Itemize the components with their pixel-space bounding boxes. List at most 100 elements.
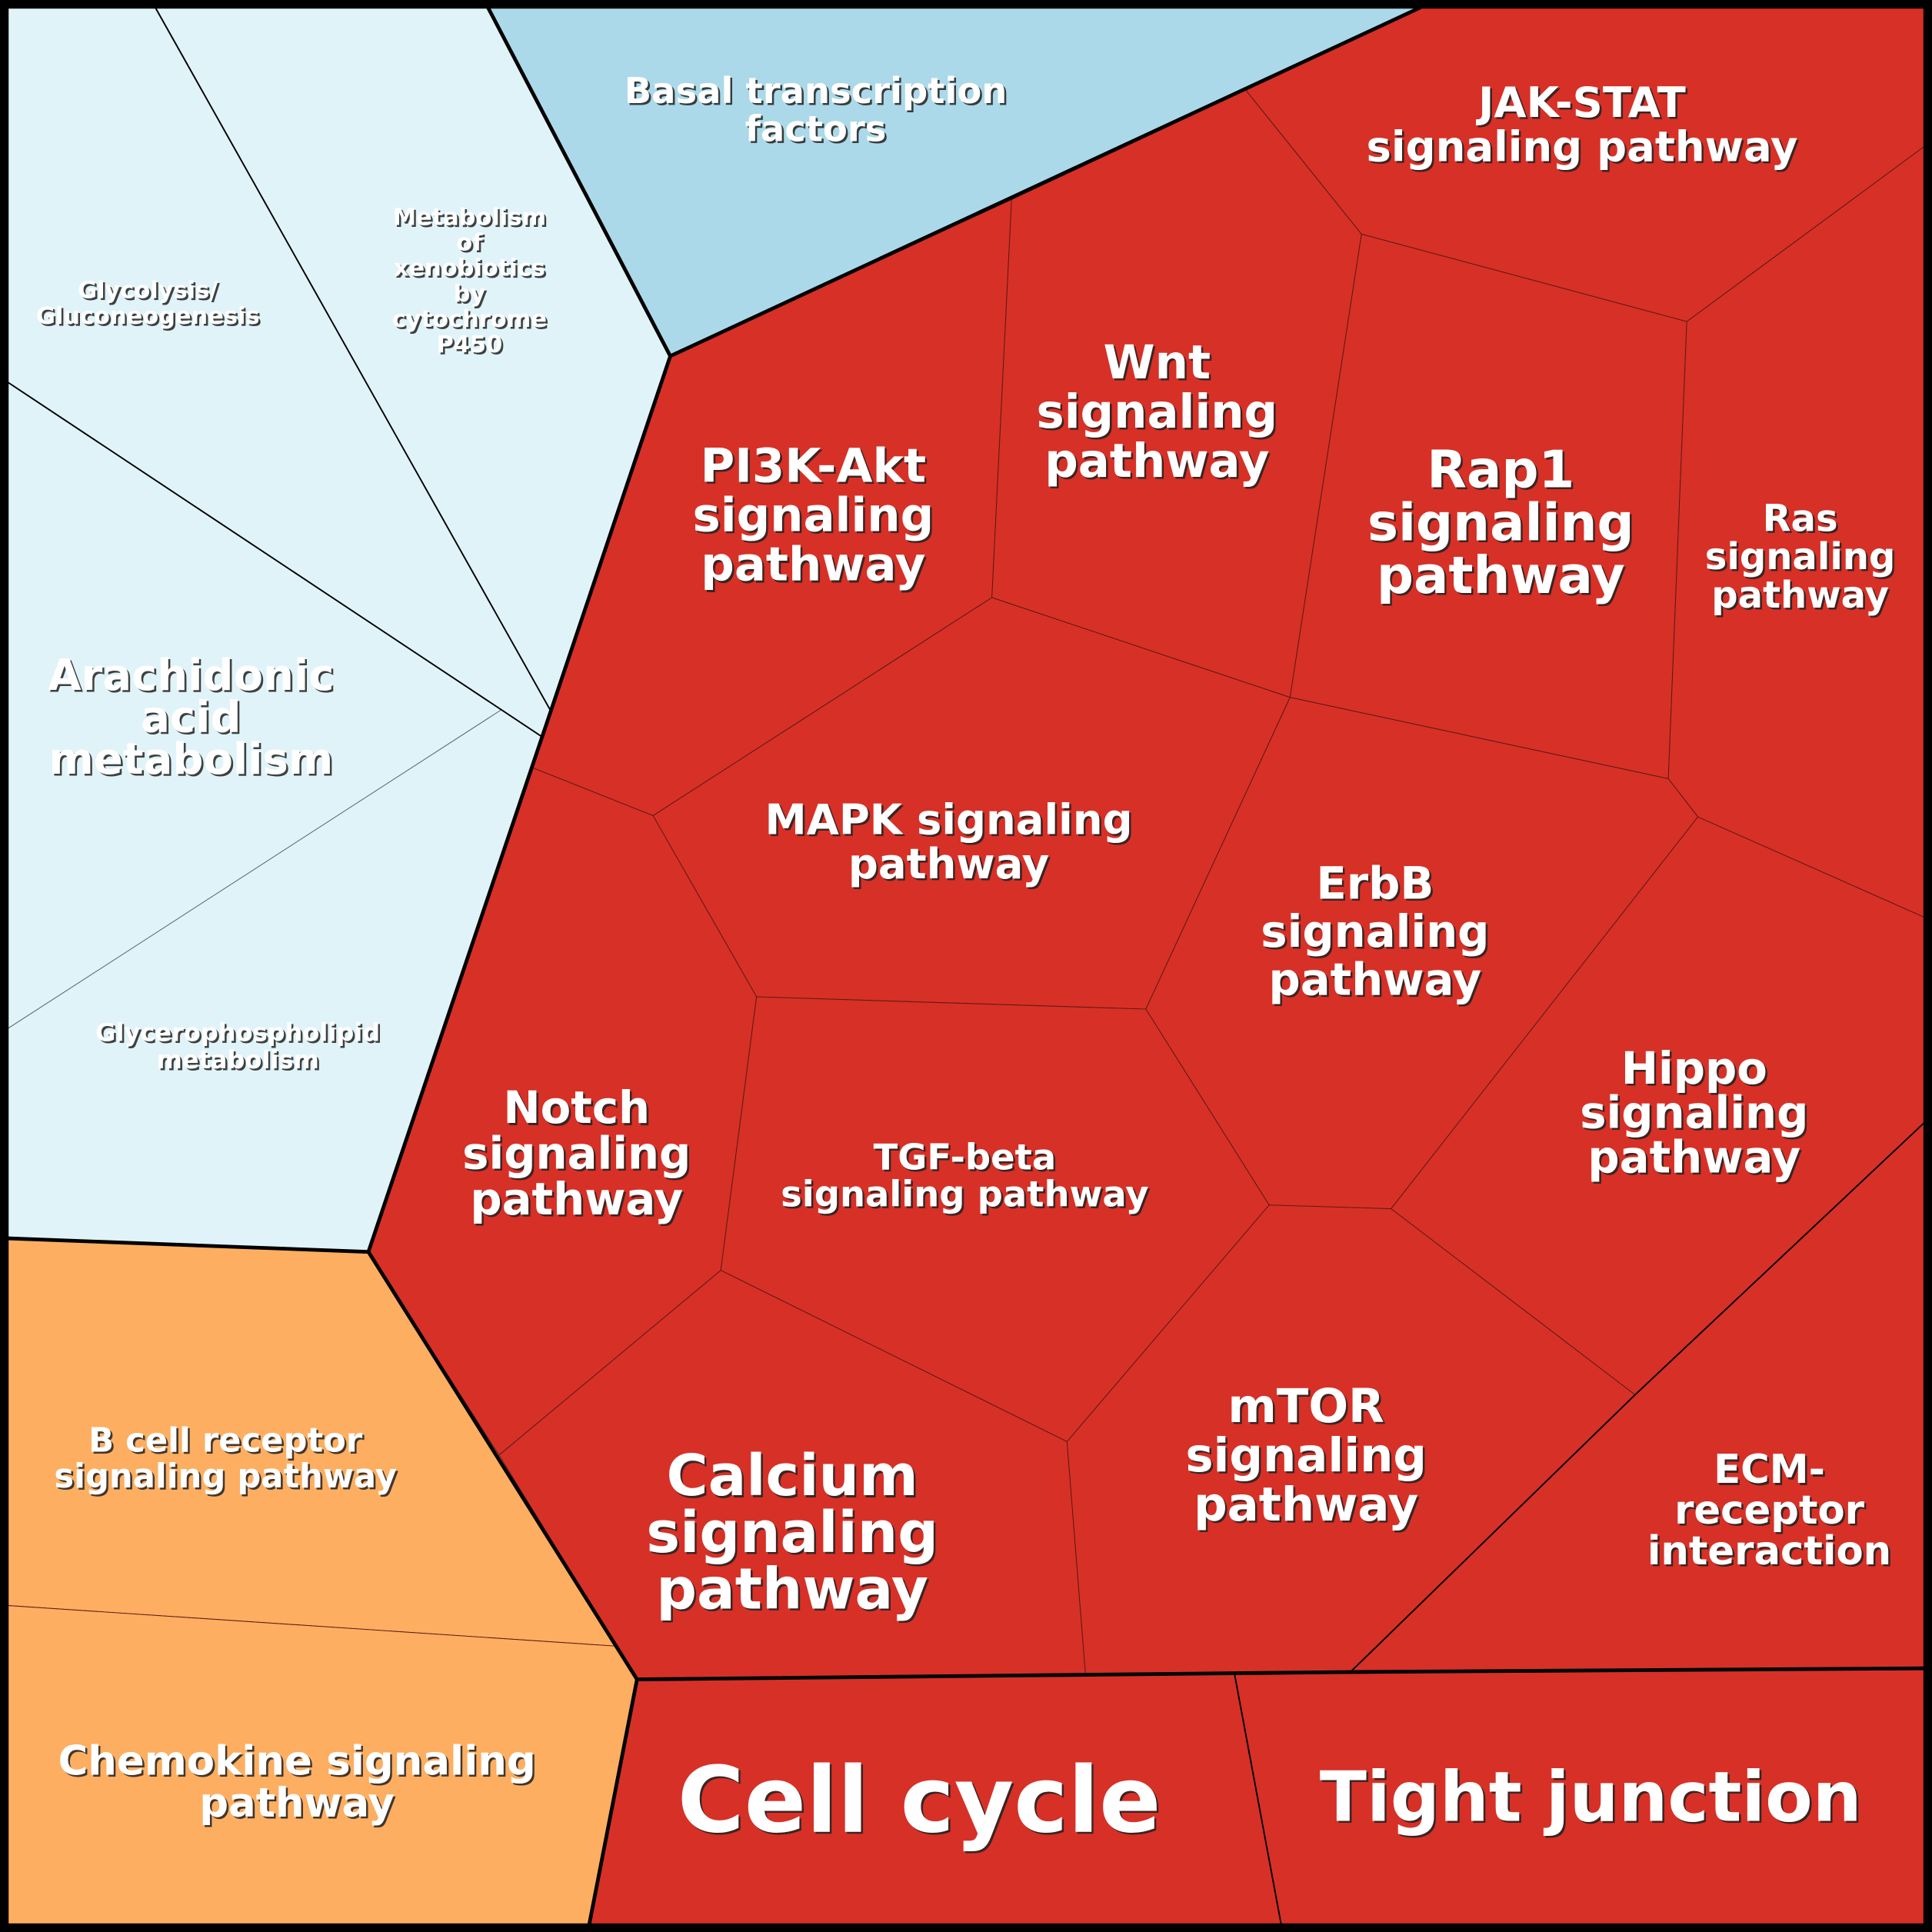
label-line: Arachidonic xyxy=(50,652,336,702)
label-line: TGF-beta xyxy=(875,1138,1058,1180)
label-line: interaction xyxy=(1647,1528,1891,1574)
label-line: signaling xyxy=(1705,535,1896,578)
cell-label-cell-cycle: Cell cycle xyxy=(678,1747,1161,1854)
label-line: Wnt xyxy=(1105,337,1213,391)
subgroup-border xyxy=(7,381,543,738)
group-border xyxy=(637,1666,1927,1681)
label-line: factors xyxy=(745,108,887,149)
label-line: signaling xyxy=(465,1129,693,1181)
label-line: PI3K-Akt xyxy=(702,441,928,495)
label-line: Chemokine signaling xyxy=(58,1737,535,1784)
label-line: B cell receptor xyxy=(88,1422,363,1461)
label-line: pathway xyxy=(658,1559,931,1624)
label-line: by xyxy=(454,280,486,307)
label-line: mTOR xyxy=(1230,1381,1387,1435)
label-line: Gluconeogenesis xyxy=(36,302,260,329)
label-line: Metabolism xyxy=(395,205,548,232)
label-line: pathway xyxy=(1196,1479,1421,1534)
label-line: Notch xyxy=(503,1081,650,1134)
label-line: of xyxy=(456,229,483,256)
subgroup-border xyxy=(1350,1121,1927,1673)
label-line: MAPK signaling xyxy=(767,797,1134,846)
label-line: signaling xyxy=(646,1500,938,1565)
label-line: Wnt xyxy=(1104,335,1211,390)
label-line: JAK-STAT xyxy=(1475,78,1686,127)
label-line: Hippo xyxy=(1621,1042,1767,1094)
label-line: pathway xyxy=(703,539,928,594)
label-line: pathway xyxy=(850,841,1051,891)
cell-label-shadow-glycolysis: Glycolysis/Gluconeogenesis xyxy=(38,278,262,331)
label-line: metabolism xyxy=(48,734,333,784)
label-line: pathway xyxy=(470,1173,683,1225)
label-line: pathway xyxy=(1271,955,1484,1008)
label-line: mTOR xyxy=(1227,1378,1384,1433)
label-line: metabolism xyxy=(51,736,335,786)
label-line: JAK-STAT xyxy=(1477,80,1688,129)
label-line: signaling xyxy=(1263,908,1491,960)
label-line: Calcium xyxy=(666,1444,918,1509)
label-line: Basal transcription xyxy=(626,72,1009,113)
label-line: ECM- xyxy=(1716,1449,1827,1495)
label-line: pathway xyxy=(1590,1133,1803,1185)
label-line: signaling pathway xyxy=(783,1175,1151,1217)
label-line: Glycolysis/ xyxy=(78,277,218,304)
cell-label-shadow-cell-cycle: Cell cycle xyxy=(679,1749,1163,1855)
label-line: Rap1 xyxy=(1427,439,1574,499)
label-line: Rap1 xyxy=(1429,441,1577,501)
label-line: Hippo xyxy=(1623,1044,1769,1097)
label-line: B cell receptor xyxy=(91,1424,365,1462)
label-line: signaling pathway xyxy=(1367,122,1798,172)
label-line: pathway xyxy=(472,1174,685,1227)
cell-label-glycolysis: Glycolysis/Gluconeogenesis xyxy=(36,277,260,330)
label-line: pathway xyxy=(1378,548,1627,608)
group-border xyxy=(7,1236,369,1254)
label-line: Cell cycle xyxy=(678,1747,1161,1854)
label-line: signaling xyxy=(1038,386,1280,441)
label-line: Glycerophospholipid xyxy=(95,1018,380,1048)
label-line: Tight junction xyxy=(1320,1757,1862,1837)
label-line: Ras xyxy=(1763,497,1838,540)
label-line: TGF-beta xyxy=(874,1136,1057,1178)
label-line: ErbB xyxy=(1318,859,1436,911)
label-line: xenobiotics xyxy=(394,255,545,281)
cell-label-shadow-tight-junction: Tight junction xyxy=(1321,1760,1864,1840)
label-line: signaling xyxy=(1188,1430,1429,1484)
label-line: signaling pathway xyxy=(54,1457,397,1496)
label-line: signaling xyxy=(1367,492,1634,552)
cells-layer xyxy=(7,7,1927,1927)
labels-layer: Glycolysis/GluconeogenesisGlycolysis/Glu… xyxy=(36,70,1897,1855)
label-line: pathway xyxy=(1377,545,1625,605)
label-line: of xyxy=(458,232,485,258)
group-borders xyxy=(7,5,1927,1927)
label-line: Basal transcription xyxy=(625,70,1008,112)
label-line: factors xyxy=(747,110,888,152)
label-line: signaling pathway xyxy=(56,1460,399,1498)
subgroup-border xyxy=(155,7,551,711)
label-line: Arachidonic xyxy=(48,650,334,700)
label-line: signaling xyxy=(1580,1087,1808,1139)
